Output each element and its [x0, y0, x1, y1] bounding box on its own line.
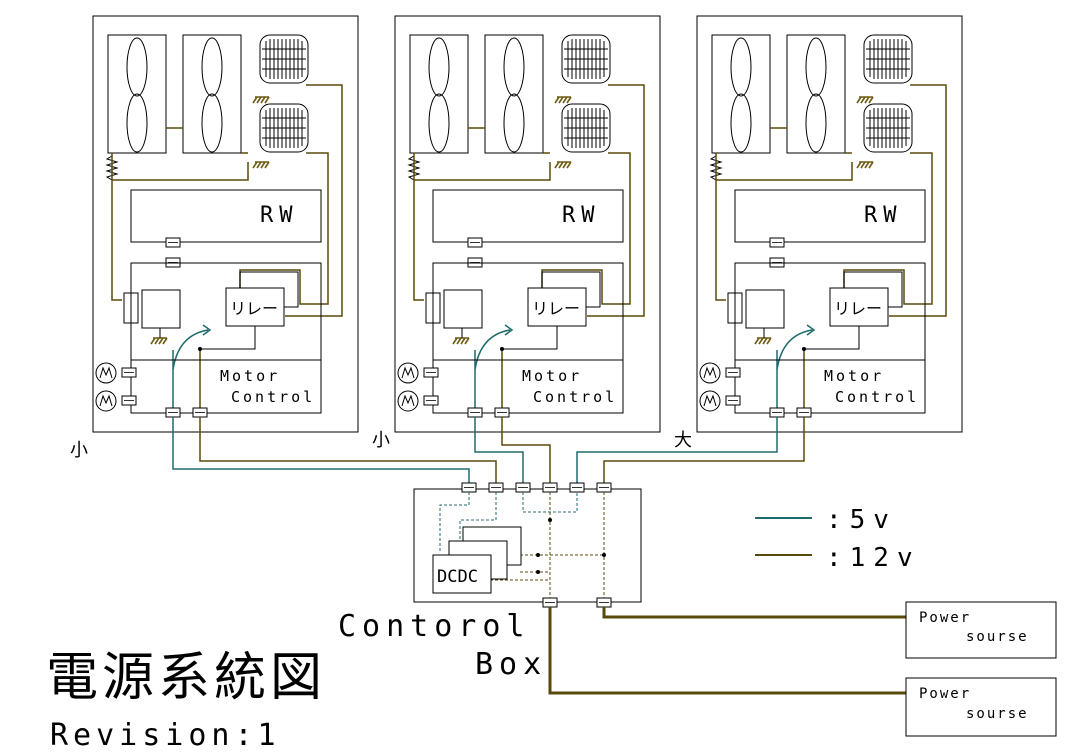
fan-icon: [182, 34, 242, 154]
motor-label-1: Motor: [522, 367, 582, 385]
resistor-icon: [709, 155, 723, 181]
connector: [494, 407, 510, 418]
relay-label: リレー: [230, 299, 278, 318]
connector: [769, 407, 785, 418]
driver-box: [745, 289, 785, 329]
connector: [423, 395, 439, 406]
legend: :5v :12v: [755, 505, 921, 573]
power-source-0: Power sourse: [905, 601, 1057, 659]
unit-size-label: 大: [674, 430, 692, 451]
unit-1: RW リレー Motor Control 小: [372, 15, 661, 451]
relay-label: リレー: [834, 299, 882, 318]
fan-icon: [107, 34, 167, 154]
power-label-1: Power: [919, 686, 971, 702]
wire-5v-arrow: [202, 324, 212, 336]
motor-icon: [397, 362, 419, 384]
connector: [121, 367, 137, 378]
relay-box: [225, 287, 285, 327]
connector: [596, 482, 612, 493]
connector: [796, 407, 812, 418]
connector: [542, 597, 558, 608]
motor-icon: [699, 362, 721, 384]
motor-icon: [95, 362, 117, 384]
motor-label-1: Motor: [824, 367, 884, 385]
connector: [569, 482, 585, 493]
motor-label-1: Motor: [220, 367, 280, 385]
unit-size-label: 小: [70, 440, 88, 461]
connector: [596, 597, 612, 608]
relay-box: [829, 287, 889, 327]
power-wire: [602, 607, 906, 619]
motor-label-2: Control: [231, 388, 315, 406]
power-wire: [548, 607, 906, 695]
motor-icon: [95, 390, 117, 412]
resistor-icon: [407, 155, 421, 181]
fan-icon: [484, 34, 544, 154]
unit-size-label: 小: [372, 430, 390, 451]
connector: [725, 367, 741, 378]
connector: [488, 482, 504, 493]
resistor-icon: [105, 155, 119, 181]
relay-box: [527, 287, 587, 327]
connector: [725, 395, 741, 406]
motor-icon: [397, 390, 419, 412]
control-box: DCDC: [413, 482, 642, 608]
rw-label: RW: [562, 203, 601, 228]
motor-control-box: [734, 262, 926, 414]
wire-12v: [413, 84, 645, 410]
legend-label-12v: :12v: [826, 543, 921, 573]
power-label-2: sourse: [966, 706, 1029, 722]
rw-box: [432, 189, 624, 243]
connector: [515, 482, 531, 493]
fan-icon: [786, 34, 846, 154]
motor-control-box: [130, 262, 322, 414]
motor-label-2: Control: [835, 388, 919, 406]
relay-label: リレー: [532, 299, 580, 318]
rw-label: RW: [864, 203, 903, 228]
fan-icon: [711, 34, 771, 154]
unit-0: RW リレー Motor Control 小: [70, 15, 359, 461]
control-box-label-2: Box: [475, 647, 547, 682]
connector: [467, 237, 483, 248]
driver-box: [141, 289, 181, 329]
connector: [542, 482, 558, 493]
wire-12v: [715, 84, 947, 410]
dcdc-box: [432, 554, 492, 594]
connector: [165, 407, 181, 418]
unit-2: RW リレー Motor Control 大: [674, 15, 963, 451]
driver-box: [443, 289, 483, 329]
connector: [121, 395, 137, 406]
wire-12v: [111, 84, 343, 410]
harness-5v: [172, 417, 778, 488]
harness-12v: [199, 417, 805, 488]
connector: [423, 367, 439, 378]
rw-label: RW: [260, 203, 299, 228]
motor-icon: [699, 390, 721, 412]
motor-label-2: Control: [533, 388, 617, 406]
rw-box: [734, 189, 926, 243]
legend-label-5v: :5v: [826, 505, 897, 535]
connector: [192, 407, 208, 418]
wire-5v-arrow: [504, 324, 514, 336]
connector: [165, 237, 181, 248]
revision-label: Revision:1: [50, 718, 281, 753]
fan-icon: [409, 34, 469, 154]
wire-5v-arrow: [806, 324, 816, 336]
power-label-1: Power: [919, 610, 971, 626]
power-label-2: sourse: [966, 629, 1029, 645]
internal-12v: [490, 492, 605, 598]
connector: [461, 482, 477, 493]
dcdc-label: DCDC: [437, 567, 478, 587]
connector: [769, 237, 785, 248]
rw-box: [130, 189, 322, 243]
connector: [467, 407, 483, 418]
control-box-label-1: Contorol: [338, 609, 531, 644]
motor-control-box: [432, 262, 624, 414]
diagram-title: 電源系統図: [46, 648, 326, 708]
power-source-1: Power sourse: [905, 677, 1057, 737]
